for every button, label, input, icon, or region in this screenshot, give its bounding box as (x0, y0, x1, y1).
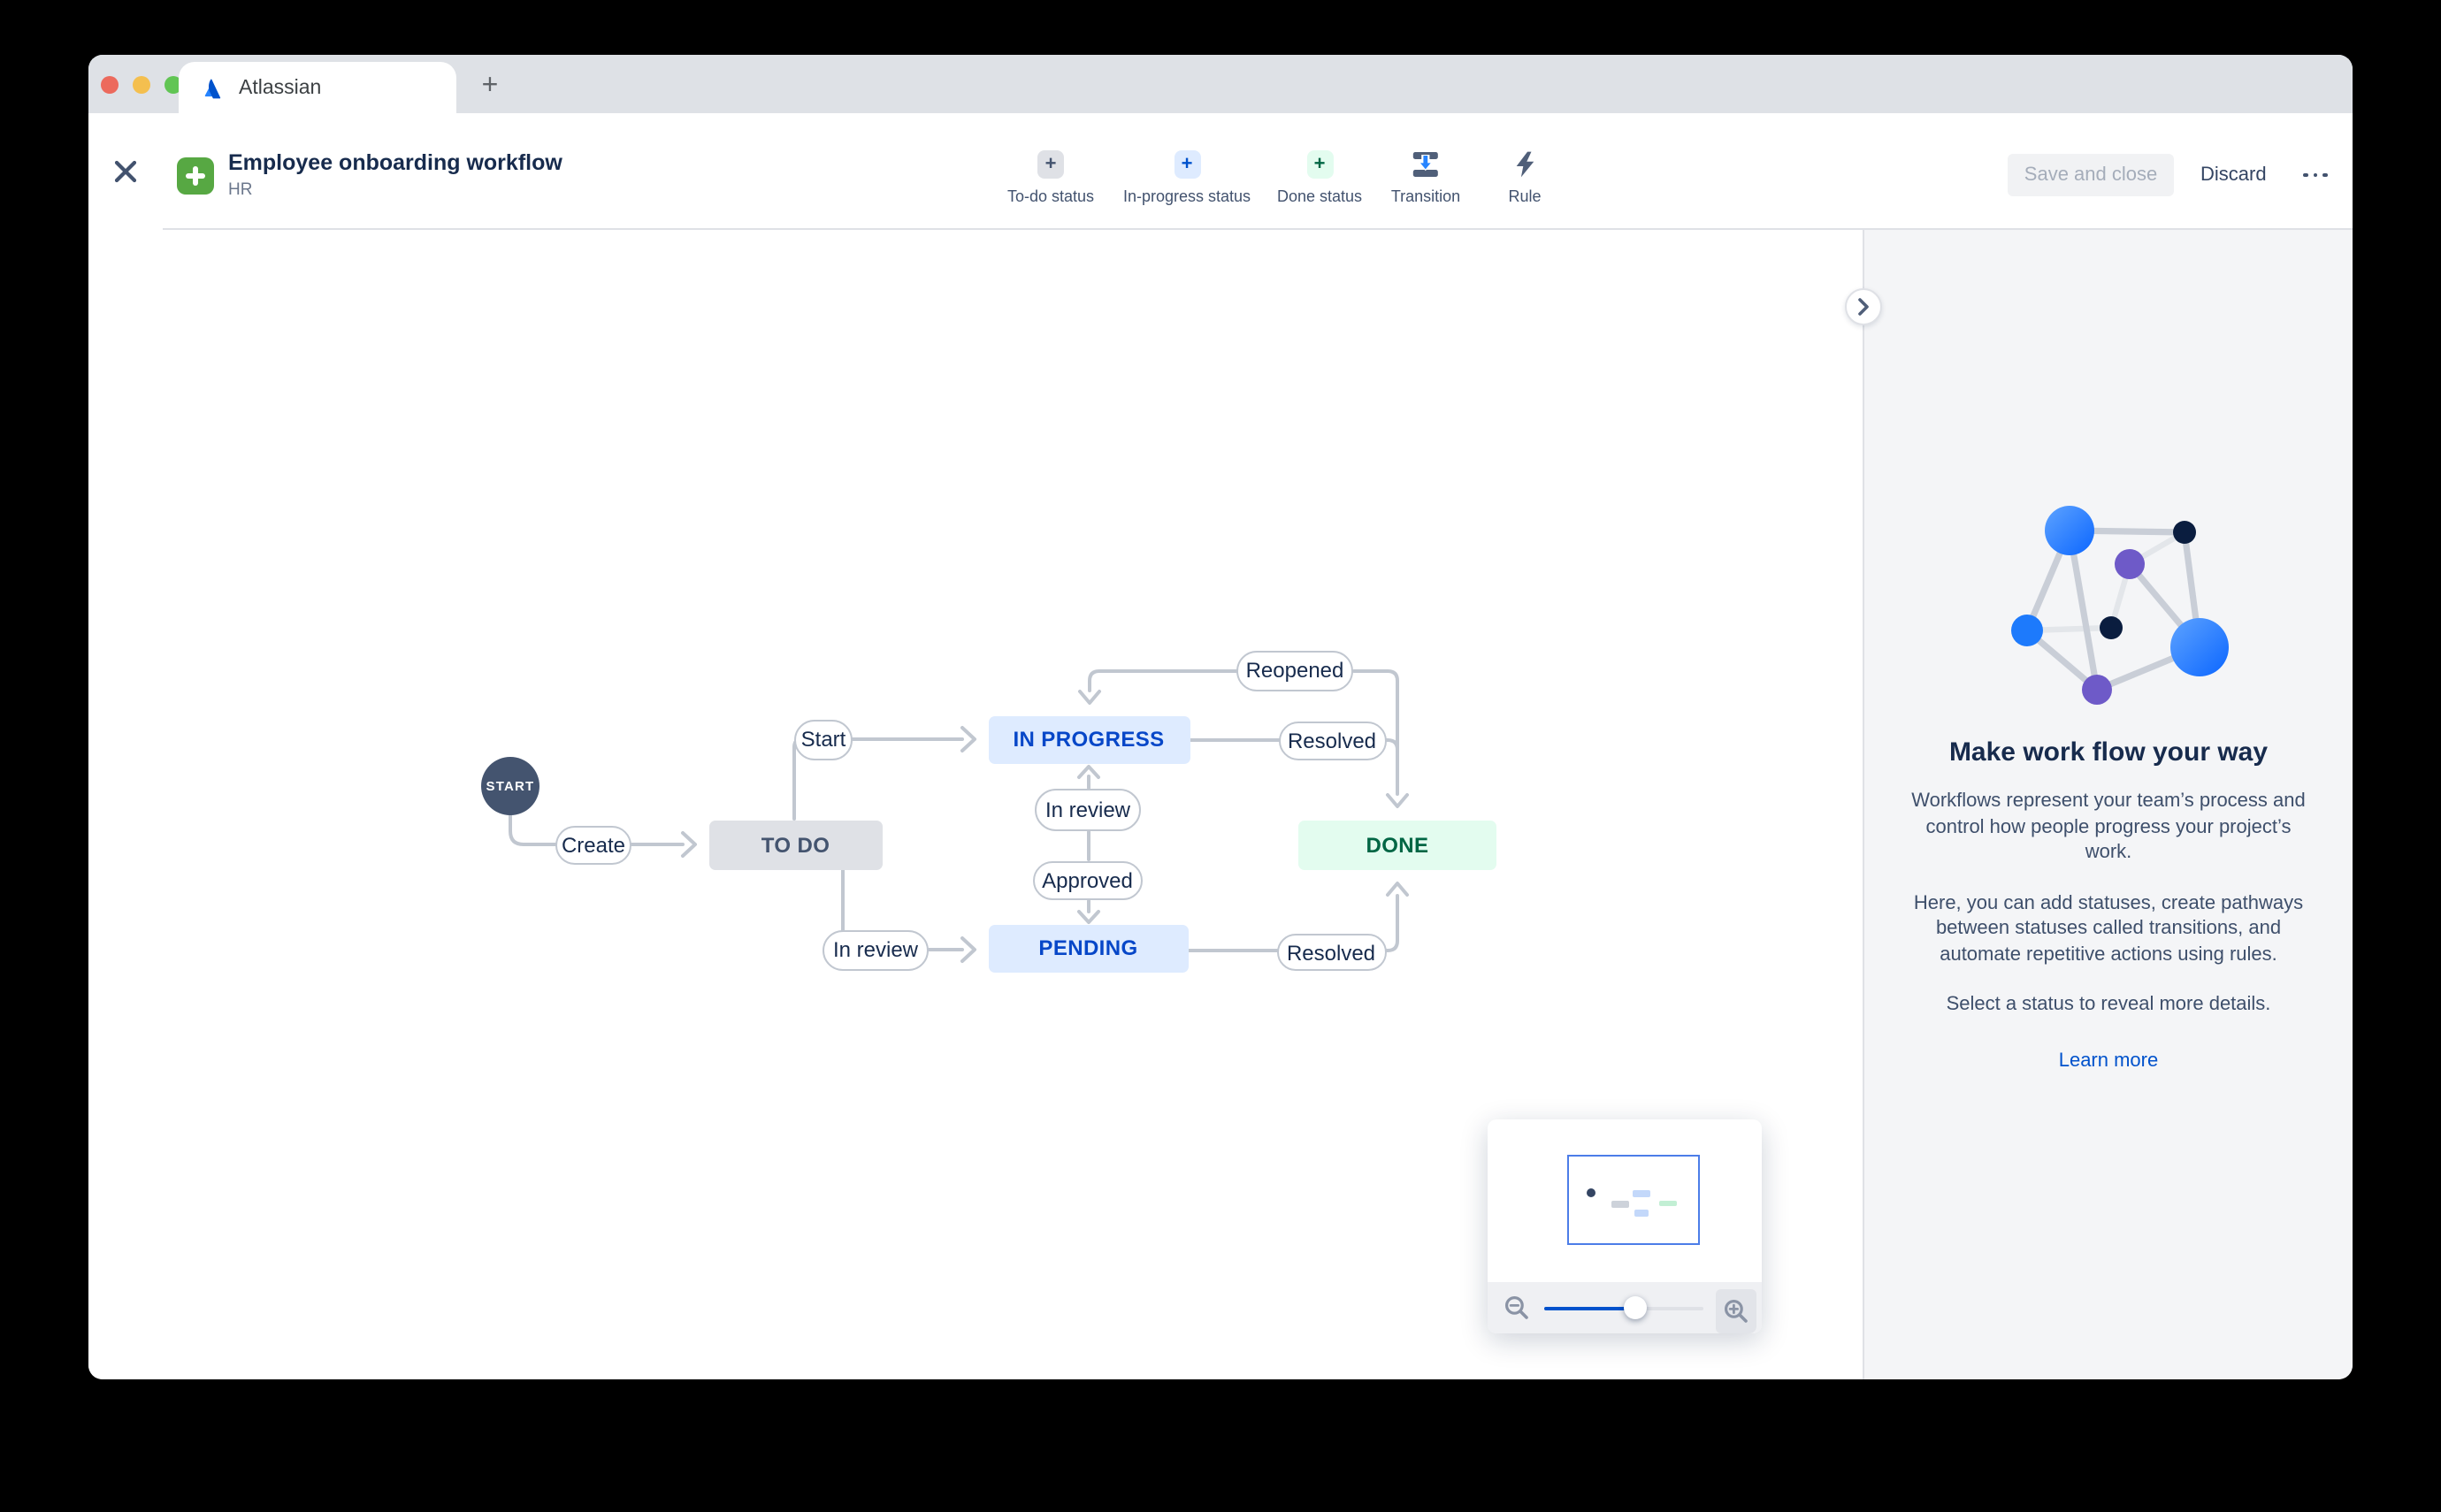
panel-copy: Workflows represent your team’s process … (1902, 789, 2315, 1074)
add-done-status-button[interactable]: + Done status (1277, 150, 1362, 205)
add-rule-button[interactable]: Rule (1508, 150, 1542, 205)
transition-reopened[interactable]: Reopened (1236, 650, 1353, 691)
panel-paragraph: Here, you can add statuses, create pathw… (1913, 892, 2304, 965)
zoom-slider-thumb[interactable] (1624, 1296, 1647, 1319)
atlassian-favicon-icon (200, 75, 225, 100)
transition-icon (1411, 150, 1441, 179)
zoom-out-button[interactable] (1504, 1294, 1530, 1321)
browser-tab[interactable]: Atlassian (179, 62, 456, 113)
status-in-progress[interactable]: IN PROGRESS (988, 715, 1190, 764)
new-tab-button[interactable]: + (481, 71, 499, 101)
status-pending[interactable]: PENDING (989, 924, 1188, 973)
header-divider (163, 227, 2353, 230)
chevron-right-icon (1857, 298, 1868, 316)
tab-title: Atlassian (239, 77, 322, 98)
zoom-controls (1488, 1282, 1762, 1333)
dot-icon (2303, 172, 2309, 178)
plus-icon: + (1306, 150, 1333, 179)
dot-icon (2322, 172, 2328, 178)
add-todo-status-button[interactable]: + To-do status (1007, 150, 1094, 205)
window-zoom-button[interactable] (165, 76, 182, 94)
editor-content: START TO DO IN PROGRESS PENDING DONE Cre… (88, 230, 2353, 1379)
workflow-canvas[interactable]: START TO DO IN PROGRESS PENDING DONE Cre… (88, 230, 1863, 1379)
window-minimize-button[interactable] (133, 76, 150, 94)
title-block: Employee onboarding workflow HR (228, 150, 562, 200)
add-transition-button[interactable]: Transition (1391, 150, 1460, 205)
close-icon (114, 160, 137, 183)
lightning-icon (1510, 150, 1540, 179)
close-editor-button[interactable] (113, 159, 138, 184)
start-node[interactable]: START (481, 756, 539, 814)
plus-icon: + (1037, 150, 1064, 179)
zoom-slider-fill (1544, 1306, 1634, 1310)
transition-create[interactable]: Create (555, 825, 631, 864)
browser-tab-bar: Atlassian + (88, 55, 2353, 113)
tool-label: Done status (1276, 187, 1363, 205)
transition-in-review-2[interactable]: In review (823, 930, 929, 970)
tool-label: To-do status (1006, 187, 1095, 205)
tool-label: Transition (1390, 187, 1461, 205)
discard-button[interactable]: Discard (2200, 164, 2267, 186)
help-panel: Make work flow your way Workflows repres… (1844, 230, 2353, 1379)
transition-in-review[interactable]: In review (1035, 789, 1141, 831)
panel-paragraph: Workflows represent your team’s process … (1911, 790, 2306, 863)
transition-start[interactable]: Start (794, 719, 853, 760)
mini-status-in-progress (1633, 1190, 1650, 1197)
plus-icon: + (1174, 150, 1200, 179)
workflow-title: Employee onboarding workflow (228, 150, 562, 175)
mini-status-pending (1634, 1209, 1648, 1216)
zoom-slider-track[interactable] (1544, 1296, 1703, 1319)
tool-label: In-progress status (1122, 187, 1251, 205)
browser-window: Atlassian + Employee onboarding workflow… (88, 55, 2353, 1379)
dot-icon (2313, 172, 2318, 178)
editor-header: Employee onboarding workflow HR + To-do … (88, 113, 2353, 230)
save-and-close-button[interactable]: Save and close (2008, 154, 2174, 196)
workflow-illustration (2011, 506, 2229, 705)
transition-approved[interactable]: Approved (1032, 860, 1143, 900)
tool-label: Rule (1508, 187, 1542, 205)
mini-start-node (1586, 1187, 1595, 1196)
mini-status-todo (1611, 1200, 1629, 1207)
add-inprogress-status-button[interactable]: + In-progress status (1123, 150, 1251, 205)
window-close-button[interactable] (101, 76, 119, 94)
status-done[interactable]: DONE (1298, 821, 1496, 869)
transition-resolved-2[interactable]: Resolved (1276, 934, 1386, 971)
panel-heading: Make work flow your way (1948, 737, 2269, 767)
window-controls (101, 76, 182, 94)
panel-paragraph: Select a status to reveal more details. (1946, 994, 2271, 1015)
learn-more-link[interactable]: Learn more (2058, 1050, 2159, 1071)
project-name: HR (228, 180, 253, 200)
workflow-plus-icon (177, 157, 214, 195)
minimap-viewport[interactable] (1567, 1155, 1700, 1245)
more-options-button[interactable] (2292, 154, 2338, 196)
minimap (1488, 1119, 1762, 1333)
transition-resolved[interactable]: Resolved (1278, 721, 1386, 760)
mini-status-done (1658, 1200, 1676, 1206)
status-todo[interactable]: TO DO (709, 820, 882, 869)
collapse-panel-button[interactable] (1844, 288, 1881, 325)
zoom-in-button[interactable] (1715, 1288, 1756, 1333)
